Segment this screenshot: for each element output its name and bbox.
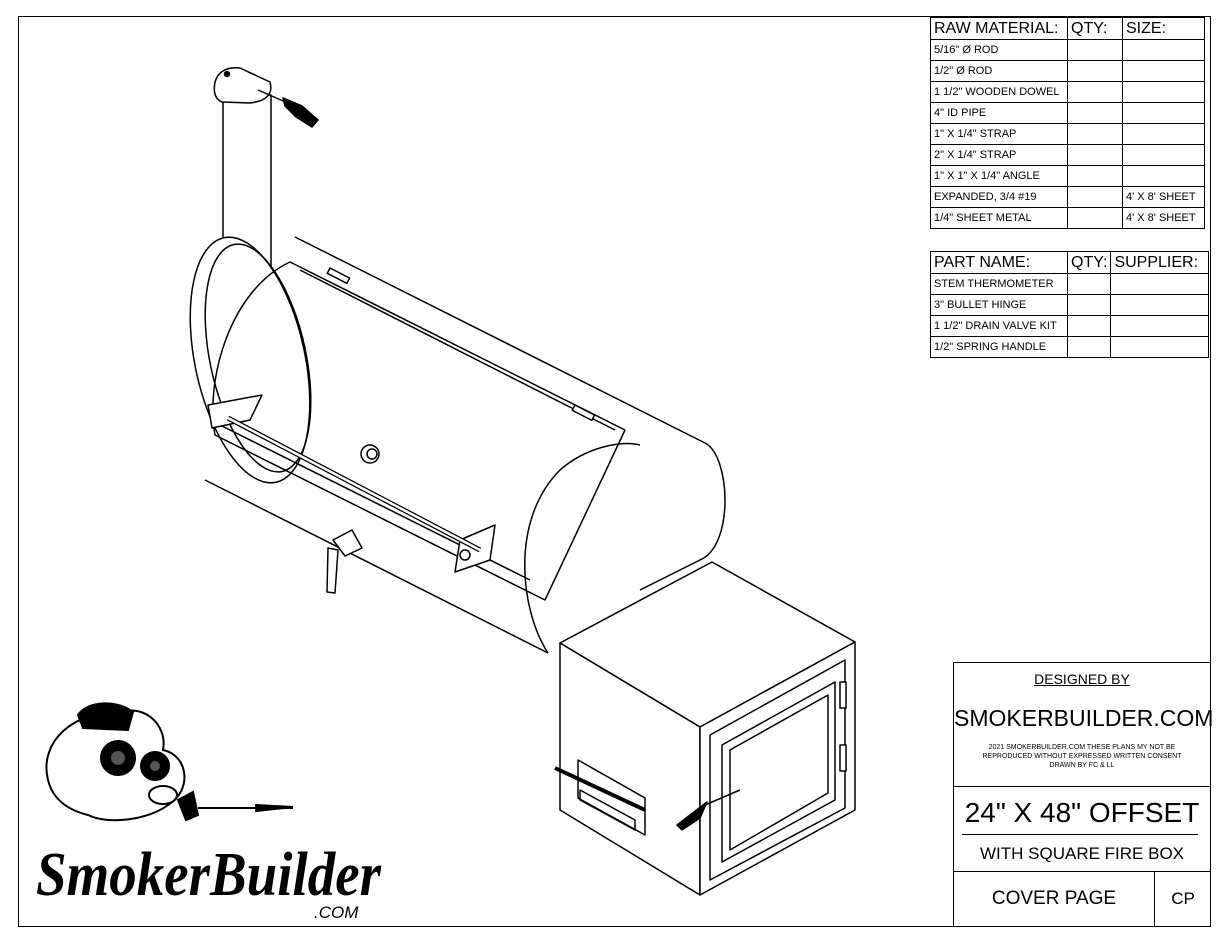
part-name: 1 1/2" DRAIN VALVE KIT [930,315,1068,337]
material-name: 4" ID PIPE [930,102,1068,124]
table-row: EXPANDED, 3/4 #19 4' X 8' SHEET [930,186,1205,208]
table-row: 2" X 1/4" STRAP [930,144,1205,166]
material-size [1122,39,1205,61]
header-part-name: PART NAME: [930,251,1068,274]
divider [954,871,1210,872]
material-qty [1067,144,1123,166]
drawing-sheet-border [18,16,1211,927]
raw-material-table: RAW MATERIAL: QTY: SIZE: 5/16" Ø ROD 1/2… [930,17,1205,229]
material-size [1122,165,1205,187]
material-qty [1067,60,1123,82]
material-name: 1 1/2" WOODEN DOWEL [930,81,1068,103]
cooking-chamber [189,236,726,654]
material-size: 4' X 8' SHEET [1122,207,1205,229]
material-size [1122,60,1205,82]
material-qty [1067,207,1123,229]
material-name: 2" X 1/4" STRAP [930,144,1068,166]
part-name: 1/2" SPRING HANDLE [930,336,1068,358]
chamber-lid [207,261,626,601]
table-row: 1/2" SPRING HANDLE [930,336,1210,358]
material-qty [1067,102,1123,124]
divider [954,786,1210,787]
part-supplier [1110,294,1210,316]
part-qty [1066,273,1112,295]
header-size: SIZE: [1122,17,1205,40]
pig-mascot-icon [45,702,294,822]
smokerbuilder-logo: SmokerBuilder .COM [36,702,382,922]
material-name: 1" X 1/4" STRAP [930,123,1068,145]
material-name: 5/16" Ø ROD [930,39,1068,61]
material-size [1122,102,1205,124]
page-name: COVER PAGE [954,872,1155,926]
table-row: 4" ID PIPE [930,102,1205,124]
part-name: STEM THERMOMETER [930,273,1068,295]
table-row: STEM THERMOMETER [930,273,1210,295]
part-name: 3" BULLET HINGE [930,294,1068,316]
material-size [1122,123,1205,145]
material-size: 4' X 8' SHEET [1122,186,1205,208]
company-name: SMOKERBUILDER.COM [954,705,1214,731]
material-qty [1067,39,1123,61]
table-row: 1 1/2" WOODEN DOWEL [930,81,1205,103]
header-qty: QTY: [1066,251,1112,274]
table-row: 3" BULLET HINGE [930,294,1210,316]
drain-valve [326,529,363,594]
header-supplier: SUPPLIER: [1110,251,1210,274]
part-qty [1066,294,1112,316]
table-row: 1" X 1" X 1/4" ANGLE [930,165,1205,187]
drawing-title: 24" X 48" OFFSET [964,797,1200,828]
material-qty [1067,123,1123,145]
parts-table: PART NAME: QTY: SUPPLIER: STEM THERMOMET… [930,251,1210,358]
material-size [1122,144,1205,166]
divider [962,834,1198,835]
header-raw-material: RAW MATERIAL: [930,17,1068,40]
page-code: CP [1171,889,1195,908]
material-qty [1067,165,1123,187]
material-qty [1067,81,1123,103]
drawing-subtitle: WITH SQUARE FIRE BOX [979,844,1185,863]
part-supplier [1110,336,1210,358]
part-supplier [1110,315,1210,337]
material-name: EXPANDED, 3/4 #19 [930,186,1068,208]
material-name: 1/4" SHEET METAL [930,207,1068,229]
logo-wordmark: SmokerBuilder [36,841,382,909]
part-supplier [1110,273,1210,295]
table-row: 1 1/2" DRAIN VALVE KIT [930,315,1210,337]
table-row: 1" X 1/4" STRAP [930,123,1205,145]
material-size [1122,81,1205,103]
designed-by-label: DESIGNED BY [1034,671,1130,687]
material-name: 1" X 1" X 1/4" ANGLE [930,165,1068,187]
material-name: 1/2" Ø ROD [930,60,1068,82]
header-qty: QTY: [1067,17,1123,40]
table-row: 1/2" Ø ROD [930,60,1205,82]
table-row: 5/16" Ø ROD [930,39,1205,61]
part-qty [1066,336,1112,358]
table-row: 1/4" SHEET METAL 4' X 8' SHEET [930,207,1205,229]
logo-suffix: .COM [314,903,359,922]
legal-notice: 2021 SMOKERBUILDER.COM THESE PLANS MY NO… [982,744,1182,769]
title-block: DESIGNED BY SMOKERBUILDER.COM 2021 SMOKE… [953,662,1214,927]
part-qty [1066,315,1112,337]
firebox [554,561,856,896]
material-qty [1067,186,1123,208]
